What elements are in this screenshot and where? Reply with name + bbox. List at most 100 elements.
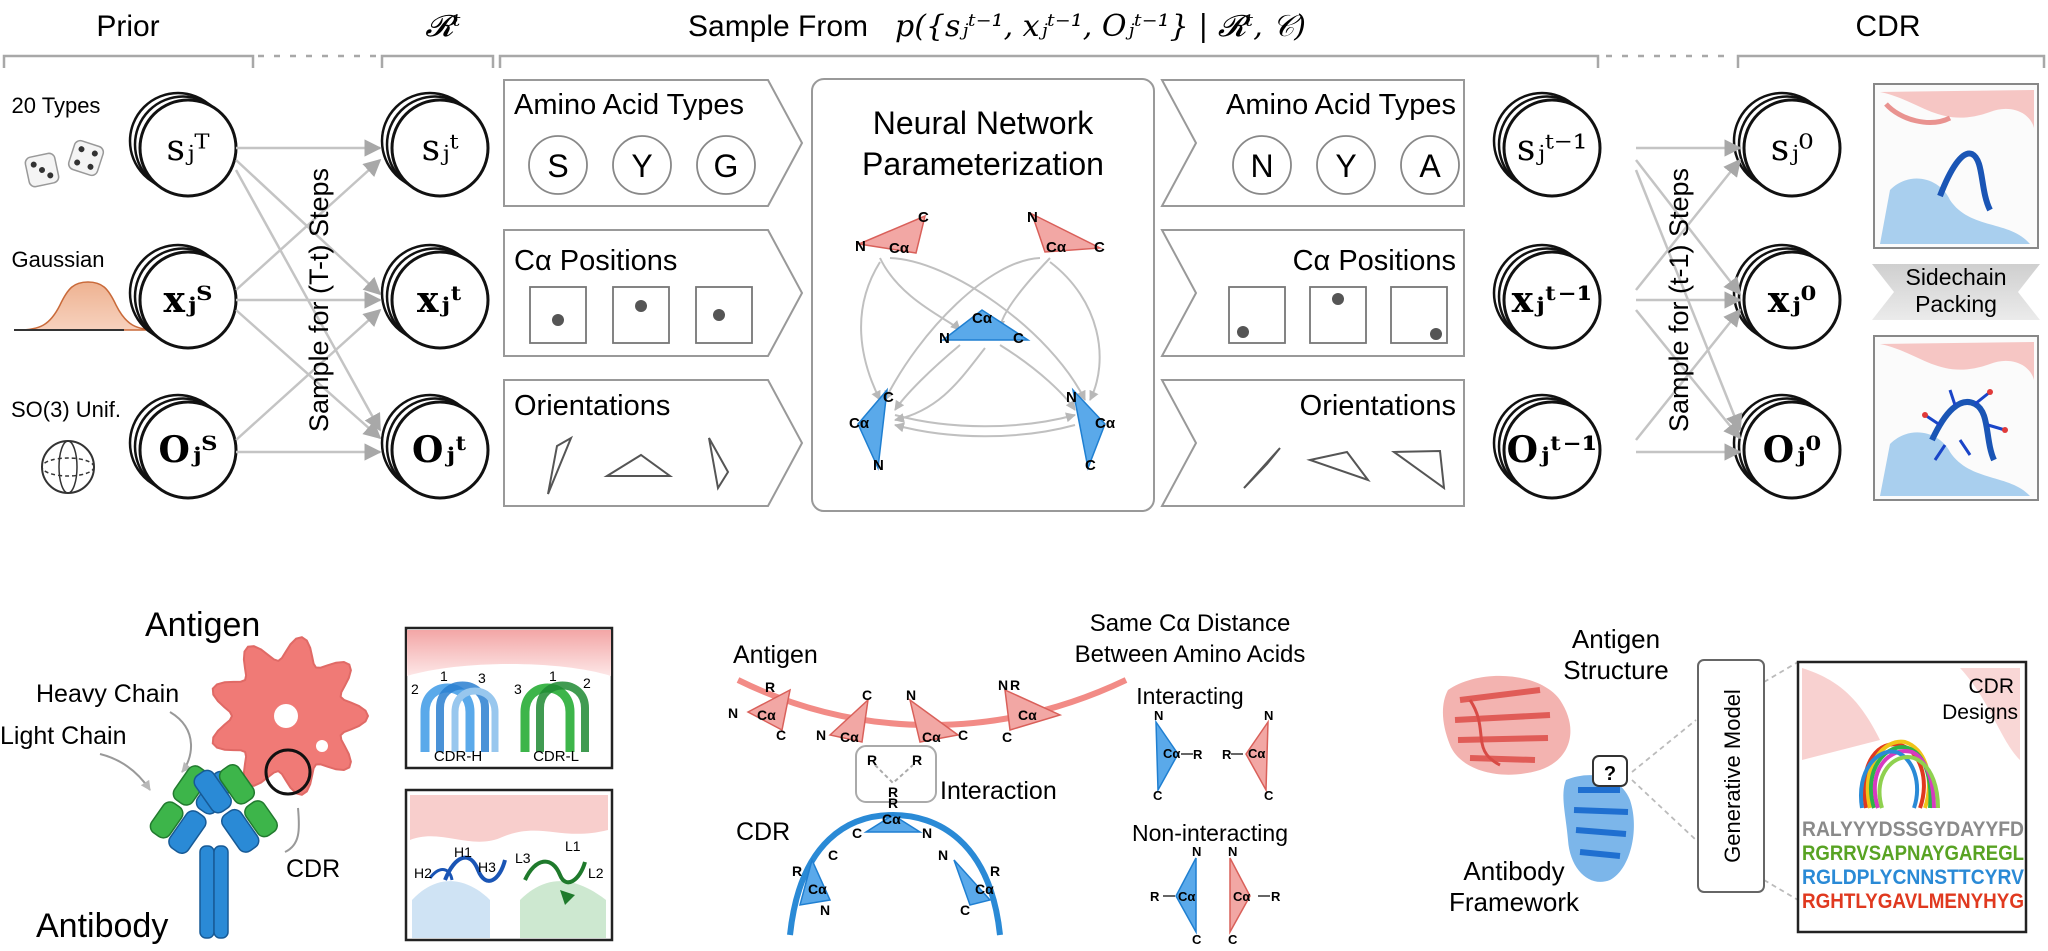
nn-residue-blue-right: N Cα C: [1066, 387, 1116, 474]
left-ori-title: Orientations: [514, 390, 670, 422]
node-s-t1: sⱼᵗ⁻¹: [1492, 91, 1602, 198]
arrows-t1-to-0: [1634, 139, 1743, 461]
right-pos-panel: Cα Positions: [1160, 229, 1465, 357]
svg-text:L3: L3: [515, 850, 531, 866]
svg-text:C: C: [1085, 457, 1096, 474]
node-O-0: Oⱼ⁰: [1732, 393, 1842, 500]
non-interacting-pair: N Cα C R N Cα C R: [1150, 844, 1281, 947]
svg-text:H2: H2: [414, 865, 432, 881]
antibody-framework-line1: Antibody: [1463, 856, 1564, 886]
svg-text:R: R: [1193, 747, 1203, 762]
svg-text:Cα: Cα: [1248, 746, 1265, 761]
same-distance-line2: Between Amino Acids: [1075, 641, 1306, 668]
cdr-structure-box: H1 H2 H3 L3 L1 L2: [404, 788, 614, 942]
antibody-framework-render: [1563, 775, 1634, 882]
cdr-sequence: RGRRVSAPNAYGAREGL: [1802, 842, 2024, 865]
neural-network-panel: Neural Network Parameterization N C Cα N…: [811, 78, 1155, 512]
svg-text:C: C: [1228, 932, 1238, 946]
svg-text:C: C: [862, 687, 872, 703]
dice-icon: [24, 139, 105, 188]
prior-so3-label: SO(3) Unif.: [11, 397, 121, 422]
node-x-T: xⱼᵀ: [128, 243, 238, 350]
antigen-structure-render: [1442, 675, 1571, 775]
svg-text:R: R: [1010, 677, 1020, 693]
cdr-sequence: RGHTLYGAVLMENYHYG: [1802, 890, 2024, 913]
svg-text:L2: L2: [588, 865, 604, 881]
svg-text:N: N: [922, 825, 932, 841]
node-s-0: sⱼ⁰: [1732, 91, 1842, 198]
node-label: sⱼᵗ⁻¹: [1517, 128, 1587, 169]
cdr-designs-line2: Designs: [1942, 701, 2018, 724]
interaction-box: [855, 745, 937, 803]
svg-text:Cα: Cα: [922, 729, 941, 745]
node-label: Oⱼᵗ⁻¹: [1507, 429, 1598, 471]
svg-text:Cα: Cα: [1163, 746, 1180, 761]
svg-text:1: 1: [440, 668, 448, 684]
svg-text:N: N: [1066, 389, 1077, 406]
cdr-l-label: CDR-L: [533, 748, 579, 765]
interacting-label: Interacting: [1136, 683, 1243, 709]
aa-circle: [1400, 135, 1460, 195]
svg-text:N: N: [1027, 209, 1038, 226]
antigen-structure-line1: Antigen: [1572, 624, 1660, 654]
svg-text:3: 3: [514, 681, 522, 697]
aa-circle: [1232, 135, 1292, 195]
nn-residue-blue-center: N Cα C: [939, 309, 1031, 347]
orientation-triangle: [603, 453, 674, 477]
node-label: xⱼ⁰: [1768, 279, 1817, 321]
node-label: sⱼ⁰: [1771, 128, 1813, 169]
light-chain-label: Light Chain: [0, 722, 126, 750]
svg-text:N: N: [728, 705, 738, 721]
node-label: Oⱼᵀ: [158, 429, 217, 471]
svg-text:R: R: [765, 679, 775, 695]
heavy-chain-label: Heavy Chain: [36, 680, 179, 708]
svg-text:N: N: [855, 238, 866, 255]
svg-text:R: R: [990, 863, 1000, 879]
header-r-t: 𝓡ᵗ: [425, 9, 461, 44]
svg-text:R: R: [912, 752, 922, 768]
svg-text:R: R: [888, 795, 898, 811]
nn-residue-red-left: N C Cα: [855, 209, 929, 257]
pos-box: [612, 286, 670, 344]
pos-dot: [1430, 328, 1442, 340]
svg-text:C: C: [1192, 932, 1202, 946]
svg-text:Cα: Cα: [882, 811, 901, 827]
left-aa-title: Amino Acid Types: [514, 89, 744, 121]
svg-text:R: R: [867, 752, 877, 768]
header-brackets: [2, 54, 2046, 68]
svg-text:R: R: [1271, 889, 1281, 904]
svg-text:C: C: [960, 902, 970, 918]
orientation-triangle: [1243, 447, 1281, 489]
aa-letter: G: [714, 148, 739, 184]
node-label: xⱼᵀ: [163, 279, 212, 321]
header-cdr: CDR: [1856, 10, 1921, 43]
antibody-y-shape: [149, 764, 278, 939]
svg-text:Cα: Cα: [757, 707, 776, 723]
pos-dot: [1332, 293, 1344, 305]
node-s-T: sⱼᵀ: [128, 91, 238, 198]
svg-text:N: N: [1154, 708, 1163, 723]
nn-title-2: Parameterization: [862, 146, 1104, 182]
svg-text:C: C: [918, 209, 929, 226]
cdr-highlight-circle: [264, 748, 312, 796]
node-O-t: Oⱼᵗ: [380, 393, 490, 500]
orientation-triangle: [547, 435, 574, 495]
header-prior: Prior: [96, 10, 159, 43]
right-aa-title: Amino Acid Types: [1226, 89, 1456, 121]
aa-letter: A: [1419, 148, 1441, 184]
svg-text:N: N: [906, 687, 916, 703]
generative-model-box: [1697, 659, 1765, 893]
aa-letter: Y: [631, 148, 652, 184]
aa-letter: Y: [1335, 148, 1356, 184]
sidechain-line2: Packing: [1915, 291, 1997, 317]
interaction-label: Interaction: [940, 777, 1057, 805]
svg-text:N: N: [1192, 844, 1201, 859]
svg-text:3: 3: [478, 670, 486, 686]
node-label: sⱼᵀ: [166, 128, 209, 169]
svg-text:N: N: [873, 457, 884, 474]
cdr-designs-box: CDR Designs RALYYYDSSGYDAYYFDRGRRVSAPNAY…: [1796, 660, 2028, 934]
